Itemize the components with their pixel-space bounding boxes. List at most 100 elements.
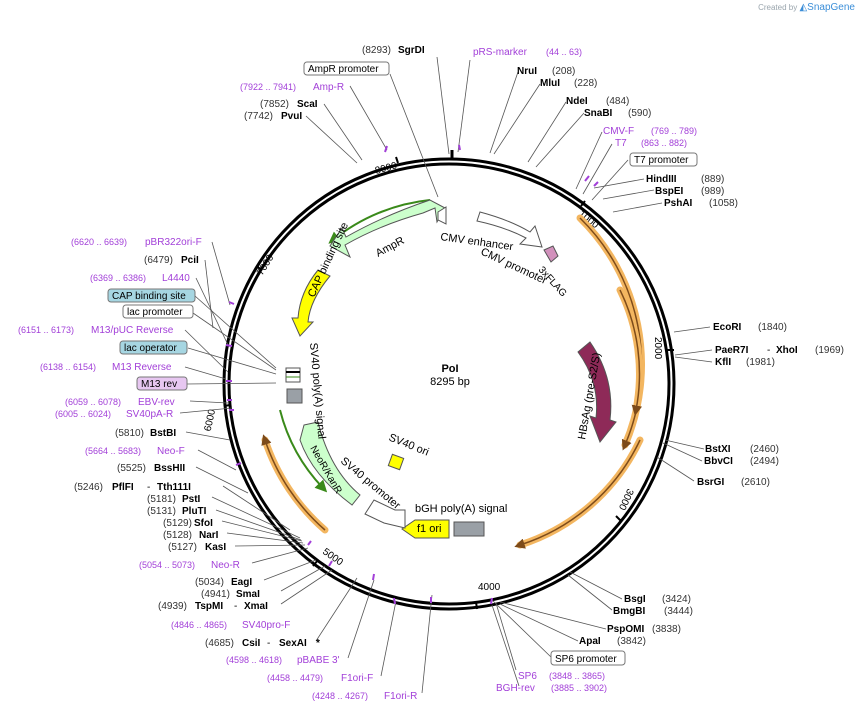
feature-neor-kanr: [299, 421, 361, 506]
feature-label: CAP binding site: [306, 221, 351, 300]
feature-box: [107, 288, 196, 303]
feature-box-label: lac operator: [124, 343, 177, 354]
enzyme-label: TspMI: [195, 601, 223, 612]
feature-ampr-promoter: [437, 206, 447, 225]
enzyme-label: SgrDI: [398, 45, 425, 56]
enzyme-separator: -: [267, 638, 270, 649]
feature-box: [119, 340, 188, 355]
position-label: (6479): [144, 255, 173, 266]
enzyme-separator: -: [234, 601, 237, 612]
enzyme-label: BstXI: [705, 444, 731, 455]
position-label: (5131): [147, 506, 176, 517]
primer-label: SP6: [518, 671, 537, 682]
position-label: (1840): [758, 322, 787, 333]
primer-label: F1ori-R: [384, 691, 417, 702]
labels-right: EcoRI (1840) PaeR7I - XhoI (1969) KflI (…: [697, 322, 844, 488]
feature-box-label: CAP binding site: [112, 291, 186, 302]
primer-position: (4598 .. 4618): [226, 655, 282, 665]
labels-top: (8293) SgrDI pRS-marker (44 .. 63) NruI …: [362, 45, 738, 209]
feature-label: bGH poly(A) signal: [415, 503, 507, 515]
feature-sv40-polya: [286, 388, 303, 404]
feature-box: [629, 152, 698, 167]
enzyme-label: BssHII: [154, 463, 185, 474]
primer-position: (4458 .. 4479): [267, 673, 323, 683]
tick-mark: [615, 515, 622, 522]
tick-mark: [580, 200, 586, 207]
enzyme-label: BsgI: [624, 594, 646, 605]
labels-top-left: (7742) PvuI (7852) ScaI (7922 .. 7941) A…: [240, 61, 390, 122]
feature-lac-region: [285, 367, 301, 383]
primer-position: (6369 .. 6386): [90, 273, 146, 283]
enzyme-label: BsrGI: [697, 477, 724, 488]
position-label: (5525): [117, 463, 146, 474]
position-label: (208): [552, 66, 575, 77]
primer-position: (6620 .. 6639): [71, 237, 127, 247]
enzyme-label: PspOMI: [607, 624, 644, 635]
position-label: (590): [628, 108, 651, 119]
labels-left: (6005 .. 6024) SV40pA-R (6059 .. 6078) E…: [18, 237, 202, 420]
leader-lines: [179, 56, 713, 694]
primer-label: F1ori-F: [341, 673, 373, 684]
enzyme-label: XmaI: [244, 601, 268, 612]
feature-label: CMV enhancer: [440, 231, 515, 253]
feature-box: [122, 304, 194, 319]
enzyme-label: PluTI: [182, 506, 207, 517]
position-label: (5246): [74, 482, 103, 493]
primer-position: (4248 .. 4267): [312, 691, 368, 701]
snapgene-logo-icon: ◭: [799, 2, 808, 13]
tick-mark: [312, 559, 319, 567]
enzyme-label: PvuI: [281, 111, 302, 122]
position-label: (989): [701, 186, 724, 197]
primer-label: SV40pA-R: [126, 409, 173, 420]
enzyme-label: PciI: [181, 255, 199, 266]
primer-label: M13 Reverse: [112, 362, 172, 373]
tick-mark: [255, 265, 263, 271]
enzyme-label: EcoRI: [713, 322, 742, 333]
feature-label: CMV promoter: [479, 246, 549, 287]
position-label: (2610): [741, 477, 770, 488]
position-label: (1981): [746, 357, 775, 368]
enzyme-label: SnaBI: [584, 108, 613, 119]
position-label: (889): [701, 174, 724, 185]
tick-mark: [223, 404, 231, 407]
primer-label: pBABE 3': [297, 655, 340, 666]
primer-position: (769 .. 789): [651, 126, 697, 136]
primer-position: (5054 .. 5073): [139, 560, 195, 570]
feature-box-label: SP6 promoter: [555, 654, 617, 665]
position-label: (5181): [147, 494, 176, 505]
feature-pbr-ori: [291, 269, 331, 337]
feature-box-label: M13 rev: [141, 379, 177, 390]
labels-bottom-right: BsgI (3424) BmgBI (3444) PspOMI (3838) A…: [496, 594, 693, 694]
feature-3xflag: [543, 245, 559, 263]
enzyme-label: PstI: [182, 494, 201, 505]
feature-cmv-enhancer: [476, 211, 543, 248]
primer-markers: [225, 144, 599, 605]
primer-position: (3848 .. 3865): [549, 671, 605, 681]
feature-box-label: AmpR promoter: [308, 64, 379, 75]
position-label: (3444): [664, 606, 693, 617]
primer-label: Amp-R: [313, 82, 344, 93]
primer-label: pRS-marker: [473, 47, 528, 58]
feature-ampr: [329, 199, 446, 259]
enzyme-label: EagI: [231, 577, 252, 588]
primer-label: BGH-rev: [496, 683, 535, 694]
primer-label: pBR322ori-F: [145, 237, 202, 248]
enzyme-separator: -: [767, 345, 770, 356]
position-label: (484): [606, 96, 629, 107]
tick-mark: [475, 601, 478, 610]
enzyme-label: Tth111I: [157, 482, 191, 493]
enzyme-label: BstBI: [150, 428, 176, 439]
position-label: (4685): [205, 638, 234, 649]
primer-label: Neo-R: [211, 560, 240, 571]
enzyme-label: KasI: [205, 542, 226, 553]
primer-arcs: [261, 214, 646, 549]
primer-label: Neo-F: [157, 446, 185, 457]
feature-box-label: T7 promoter: [634, 155, 689, 166]
position-label: (2494): [750, 456, 779, 467]
primer-arc-forward-2-line: [619, 289, 643, 416]
primer-label: EBV-rev: [138, 397, 175, 408]
enzyme-label: ApaI: [579, 636, 601, 647]
position-label: (5129): [163, 518, 192, 529]
enzyme-label: NarI: [199, 530, 219, 541]
feature-sv40-promoter: [364, 499, 406, 529]
